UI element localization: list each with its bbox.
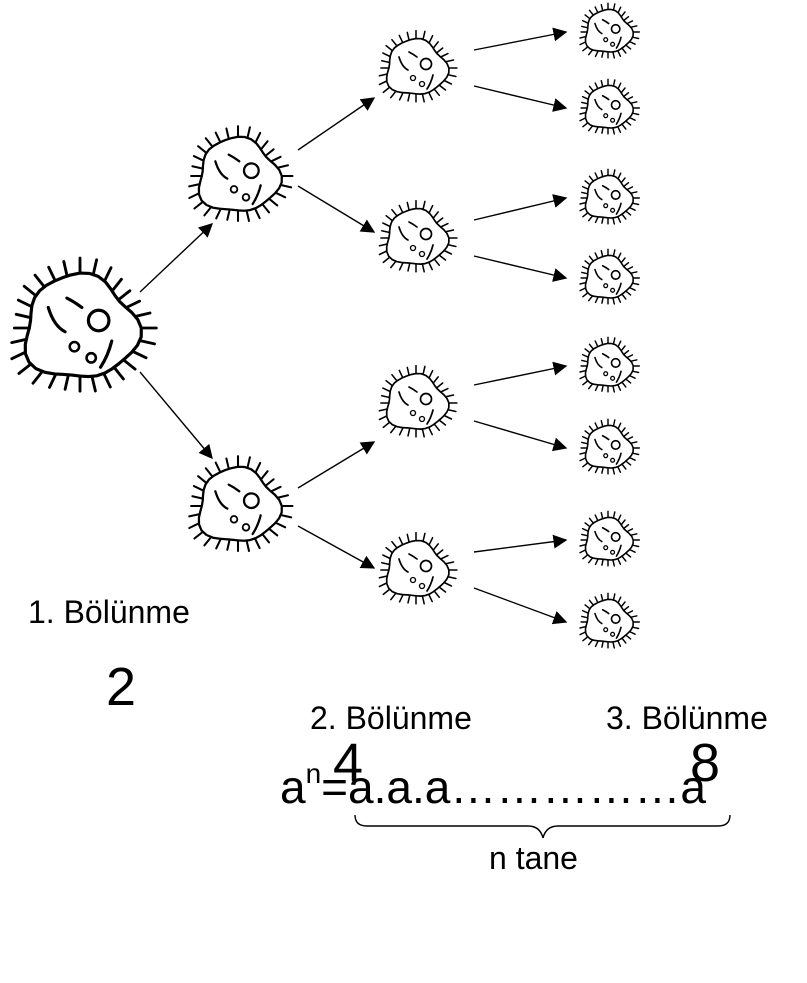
stage-2-count: 4 bbox=[333, 733, 364, 793]
arrow bbox=[297, 185, 376, 233]
arrow bbox=[473, 194, 568, 221]
arrow bbox=[297, 441, 376, 489]
brace bbox=[354, 814, 731, 839]
arrow bbox=[297, 525, 376, 569]
formula-rhs: =a.a.a……………a bbox=[321, 761, 706, 813]
arrow bbox=[297, 97, 376, 151]
bacterium-icon bbox=[579, 592, 641, 649]
formula-exponent: n bbox=[305, 758, 322, 789]
formula-base: a bbox=[280, 761, 306, 813]
power-formula: an=a.a.a……………a bbox=[280, 758, 706, 813]
arrow bbox=[473, 534, 568, 553]
arrow bbox=[473, 27, 568, 51]
bacterium-icon bbox=[378, 531, 458, 605]
arrow bbox=[473, 361, 568, 386]
arrow bbox=[139, 223, 214, 293]
stage-3-label: 3. Bölünme bbox=[606, 700, 768, 736]
bacterium-icon bbox=[378, 29, 458, 103]
bacterium-icon bbox=[579, 336, 641, 393]
arrow bbox=[473, 587, 568, 625]
arrow bbox=[473, 85, 568, 112]
bacterium-icon bbox=[188, 125, 294, 223]
bacterium-icon bbox=[579, 248, 641, 305]
arrow bbox=[139, 371, 213, 460]
bacterium-icon bbox=[579, 418, 641, 475]
arrow bbox=[473, 255, 568, 282]
stage-1-count: 2 bbox=[106, 657, 137, 717]
arrow bbox=[473, 420, 568, 452]
bacterium-icon bbox=[579, 78, 641, 135]
bacterium-icon bbox=[378, 364, 458, 438]
stage-3-count: 8 bbox=[690, 733, 721, 793]
bacterium-icon bbox=[378, 199, 458, 273]
bacterium-icon bbox=[579, 2, 641, 59]
stage-1-label: 1. Bölünme bbox=[28, 594, 190, 630]
bacterium-icon bbox=[188, 455, 294, 553]
bacterium-icon bbox=[10, 256, 158, 393]
stage-2-label: 2. Bölünme bbox=[310, 700, 472, 736]
bacterium-icon bbox=[579, 168, 641, 225]
bacterium-icon bbox=[579, 510, 641, 567]
brace-label: n tane bbox=[489, 840, 578, 876]
